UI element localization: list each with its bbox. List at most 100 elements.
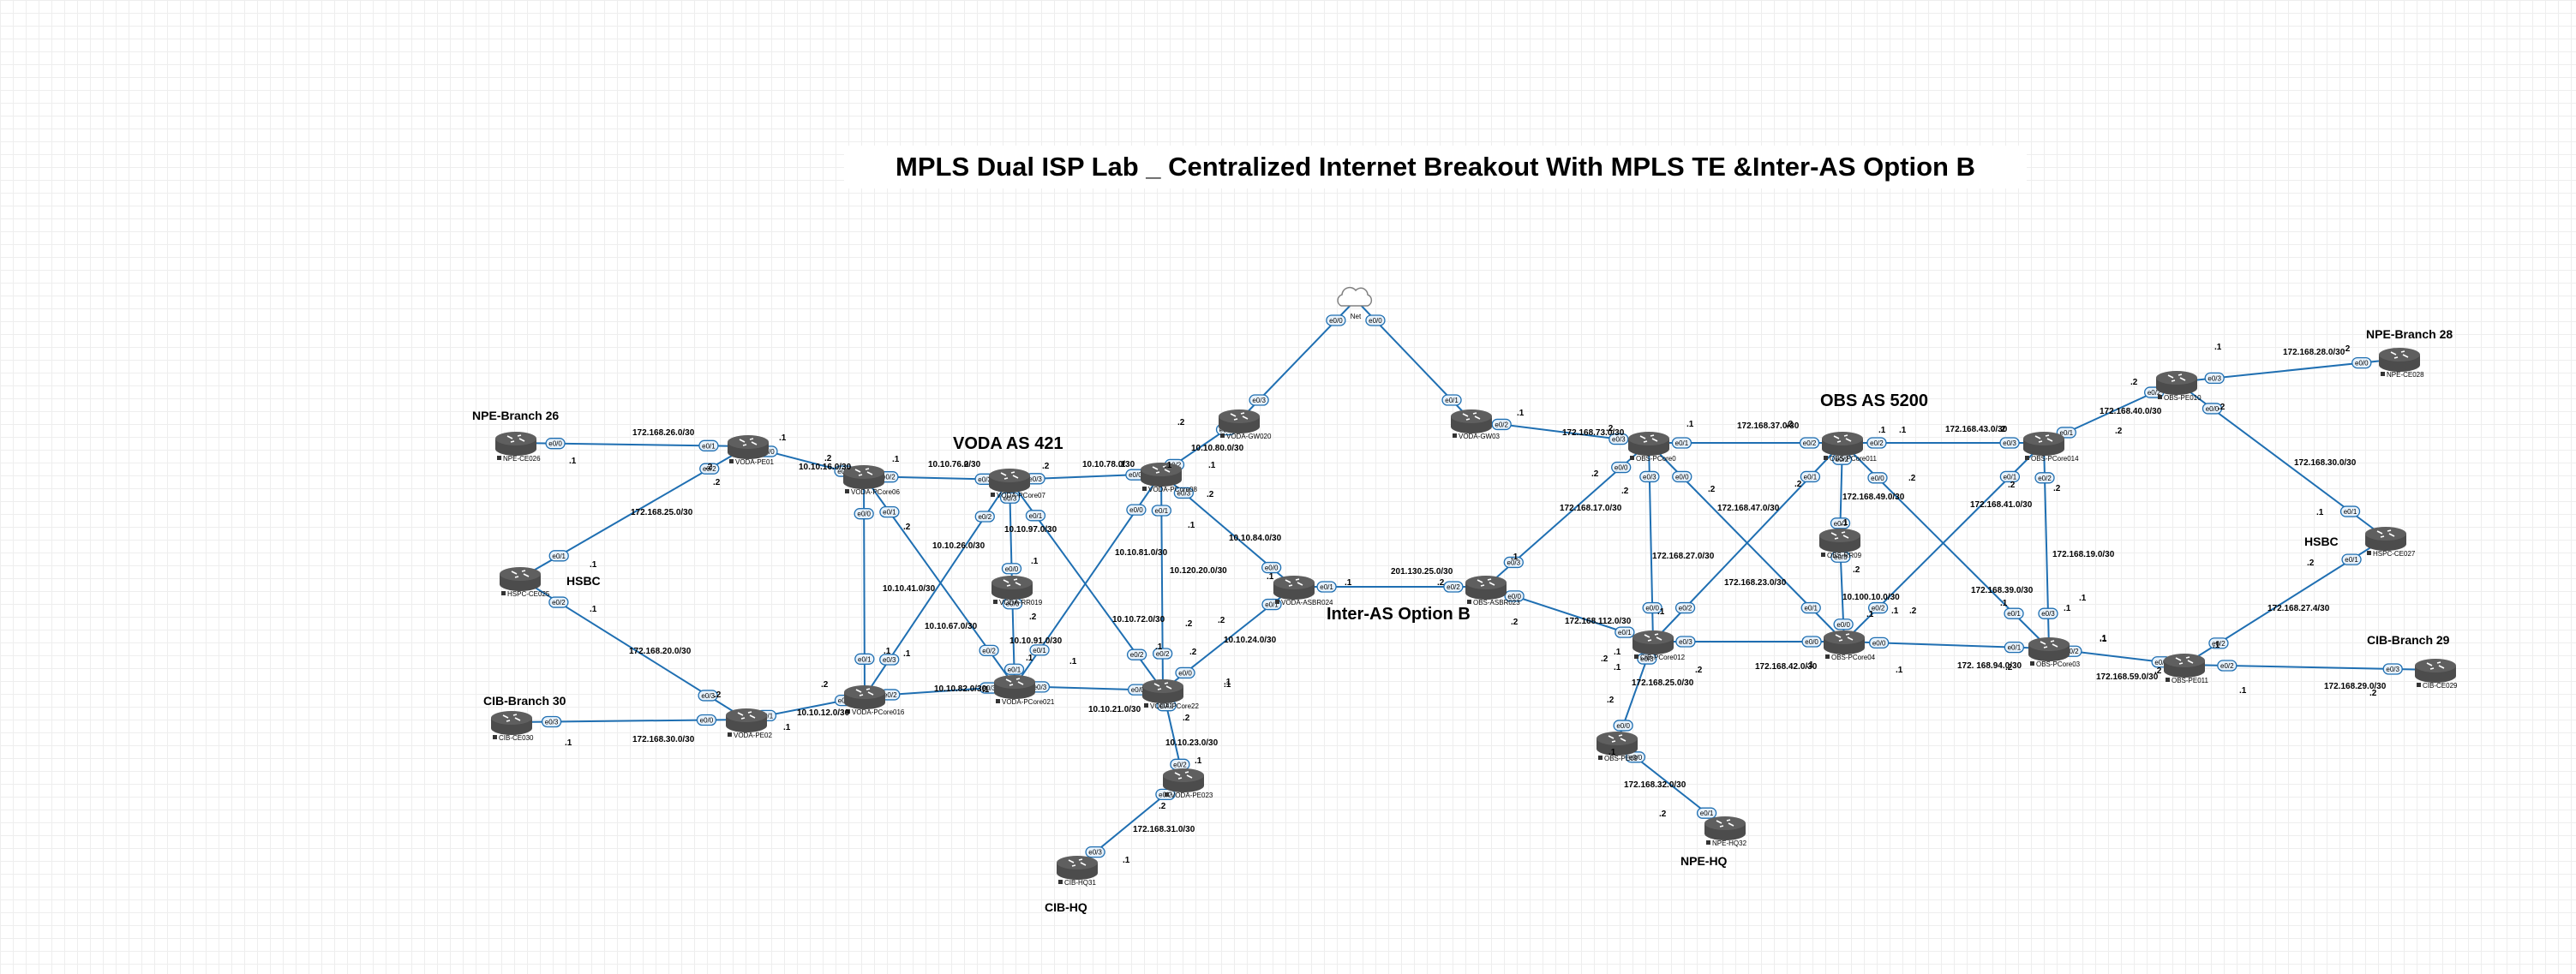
router-icon[interactable] <box>2379 348 2420 372</box>
interface-port-icon[interactable]: e0/2 <box>1170 758 1190 770</box>
interface-port-icon[interactable]: e0/0 <box>1625 751 1646 763</box>
interface-port-icon[interactable]: e0/2 <box>548 596 569 608</box>
interface-port-icon[interactable]: e0/0 <box>1365 314 1386 326</box>
interface-port-icon[interactable]: e0/0 <box>1175 666 1195 679</box>
interface-port-icon[interactable]: e0/2 <box>1443 581 1464 593</box>
router-icon[interactable] <box>1142 679 1183 703</box>
interface-port-icon[interactable]: e0/3 <box>879 654 900 666</box>
interface-port-icon[interactable]: e0/0 <box>1642 601 1662 614</box>
interface-port-icon[interactable]: e0/1 <box>2004 607 2024 619</box>
interface-port-icon[interactable]: e0/0 <box>1261 561 1282 574</box>
cloud-icon[interactable] <box>1337 286 1373 307</box>
interface-port-icon[interactable]: e0/3 <box>1830 517 1851 529</box>
interface-port-icon[interactable]: e0/3 <box>999 492 1021 504</box>
router-icon[interactable] <box>2028 637 2070 661</box>
interface-port-icon[interactable]: e0/3 <box>1249 394 1269 406</box>
interface-port-icon[interactable]: e0/3 <box>1675 636 1696 648</box>
interface-port-icon[interactable]: e0/1 <box>1671 437 1692 449</box>
interface-port-icon[interactable]: e0/2 <box>880 689 901 701</box>
interface-port-icon[interactable]: e0/2 <box>1126 648 1147 660</box>
interface-port-icon[interactable]: e0/1 <box>1003 663 1025 675</box>
interface-port-icon[interactable]: e0/0 <box>1613 720 1633 732</box>
interface-port-icon[interactable]: e0/2 <box>2217 660 2238 672</box>
interface-port-icon[interactable]: e0/1 <box>879 506 900 518</box>
interface-port-icon[interactable]: e0/1 <box>1800 470 1821 483</box>
router-icon[interactable] <box>728 435 769 459</box>
router-icon[interactable] <box>1824 630 1865 654</box>
router-icon[interactable] <box>1273 576 1315 600</box>
interface-port-icon[interactable]: e0/3 <box>1999 437 2020 449</box>
interface-port-icon[interactable]: e0/1 <box>1800 601 1821 614</box>
interface-port-icon[interactable]: e0/0 <box>1833 618 1854 630</box>
router-icon[interactable] <box>844 685 885 709</box>
interface-port-icon[interactable]: e0/3 <box>2382 663 2403 675</box>
router-icon[interactable] <box>2365 527 2406 551</box>
router-icon[interactable] <box>1704 816 1746 840</box>
interface-port-icon[interactable]: e0/0 <box>545 438 566 450</box>
router-icon[interactable] <box>1057 856 1098 880</box>
router-icon[interactable] <box>843 465 884 489</box>
interface-port-icon[interactable]: e0/0 <box>1001 563 1022 575</box>
interface-port-icon[interactable]: e0/3 <box>1639 470 1660 483</box>
interface-port-icon[interactable]: e0/1 <box>2341 553 2362 565</box>
interface-port-icon[interactable]: e0/3 <box>541 715 562 728</box>
interface-port-icon[interactable]: e0/2 <box>699 463 720 475</box>
interface-port-icon[interactable]: e0/0 <box>1867 472 1888 484</box>
interface-port-icon[interactable]: e0/0 <box>1672 470 1692 483</box>
interface-port-icon[interactable]: e0/1 <box>1316 581 1337 593</box>
router-icon[interactable] <box>495 432 536 456</box>
router-icon[interactable] <box>1819 529 1860 553</box>
router-icon[interactable] <box>1163 768 1204 792</box>
interface-port-icon[interactable]: e0/2 <box>979 644 999 656</box>
interface-port-icon[interactable]: e0/2 <box>1799 437 1820 449</box>
interface-port-icon[interactable]: e0/1 <box>2004 641 2025 654</box>
interface-port-icon[interactable]: e0/3 <box>1503 556 1524 569</box>
interface-port-icon[interactable]: e0/1 <box>1614 626 1635 638</box>
interface-port-icon[interactable]: e0/3 <box>1609 433 1629 445</box>
interface-port-icon[interactable]: e0/3 <box>1085 846 1105 858</box>
interface-port-icon[interactable]: e0/3 <box>1637 653 1657 665</box>
interface-port-icon[interactable]: e0/0 <box>1611 461 1632 474</box>
interface-port-icon[interactable]: e0/0 <box>1868 636 1890 649</box>
interface-port-icon[interactable]: e0/1 <box>1441 394 1462 406</box>
interface-port-icon[interactable]: e0/3 <box>2038 607 2058 619</box>
interface-port-icon[interactable]: e0/1 <box>548 550 569 562</box>
interface-port-icon[interactable]: e0/2 <box>974 511 995 523</box>
interface-port-icon[interactable]: e0/0 <box>1801 636 1822 648</box>
router-icon[interactable] <box>1141 463 1182 487</box>
interface-port-icon[interactable]: e0/0 <box>1504 590 1525 602</box>
interface-port-icon[interactable]: e0/1 <box>1999 470 2021 483</box>
interface-port-icon[interactable]: e0/0 <box>854 508 874 520</box>
interface-port-icon[interactable]: e0/3 <box>2204 372 2225 385</box>
router-icon[interactable] <box>726 708 767 732</box>
interface-port-icon[interactable]: e0/1 <box>1696 807 1717 819</box>
interface-port-icon[interactable]: e0/2 <box>2034 472 2055 484</box>
router-icon[interactable] <box>991 576 1033 600</box>
interface-port-icon[interactable]: e0/2 <box>1674 601 1696 614</box>
interface-port-icon[interactable]: e0/2 <box>1867 601 1889 614</box>
interface-port-icon[interactable]: e0/2 <box>1491 418 1512 431</box>
router-icon[interactable] <box>1597 732 1638 756</box>
router-icon[interactable] <box>1628 432 1669 456</box>
router-icon[interactable] <box>994 675 1035 699</box>
router-icon[interactable] <box>2156 371 2197 395</box>
interface-port-icon[interactable]: e0/1 <box>2339 505 2361 517</box>
interface-port-icon[interactable]: e0/3 <box>1173 487 1194 499</box>
router-icon[interactable] <box>2164 654 2205 678</box>
interface-port-icon[interactable]: e0/1 <box>1151 505 1171 517</box>
router-icon[interactable] <box>1219 409 1260 433</box>
interface-port-icon[interactable]: e0/2 <box>1153 648 1173 660</box>
router-icon[interactable] <box>1465 576 1507 600</box>
interface-port-icon[interactable]: e0/0 <box>696 714 717 726</box>
router-icon[interactable] <box>2023 432 2064 456</box>
interface-port-icon[interactable]: e0/1 <box>854 653 875 665</box>
router-icon[interactable] <box>1822 432 1863 456</box>
router-icon[interactable] <box>491 711 532 735</box>
router-icon[interactable] <box>2415 659 2456 683</box>
interface-port-icon[interactable]: e0/1 <box>1025 510 1046 522</box>
interface-port-icon[interactable]: e0/2 <box>1866 437 1887 449</box>
interface-port-icon[interactable]: e0/0 <box>1326 314 1346 326</box>
interface-port-icon[interactable]: e0/2 <box>2208 637 2229 649</box>
interface-port-icon[interactable]: e0/1 <box>1029 644 1050 656</box>
interface-port-icon[interactable]: e0/1 <box>2056 427 2077 439</box>
